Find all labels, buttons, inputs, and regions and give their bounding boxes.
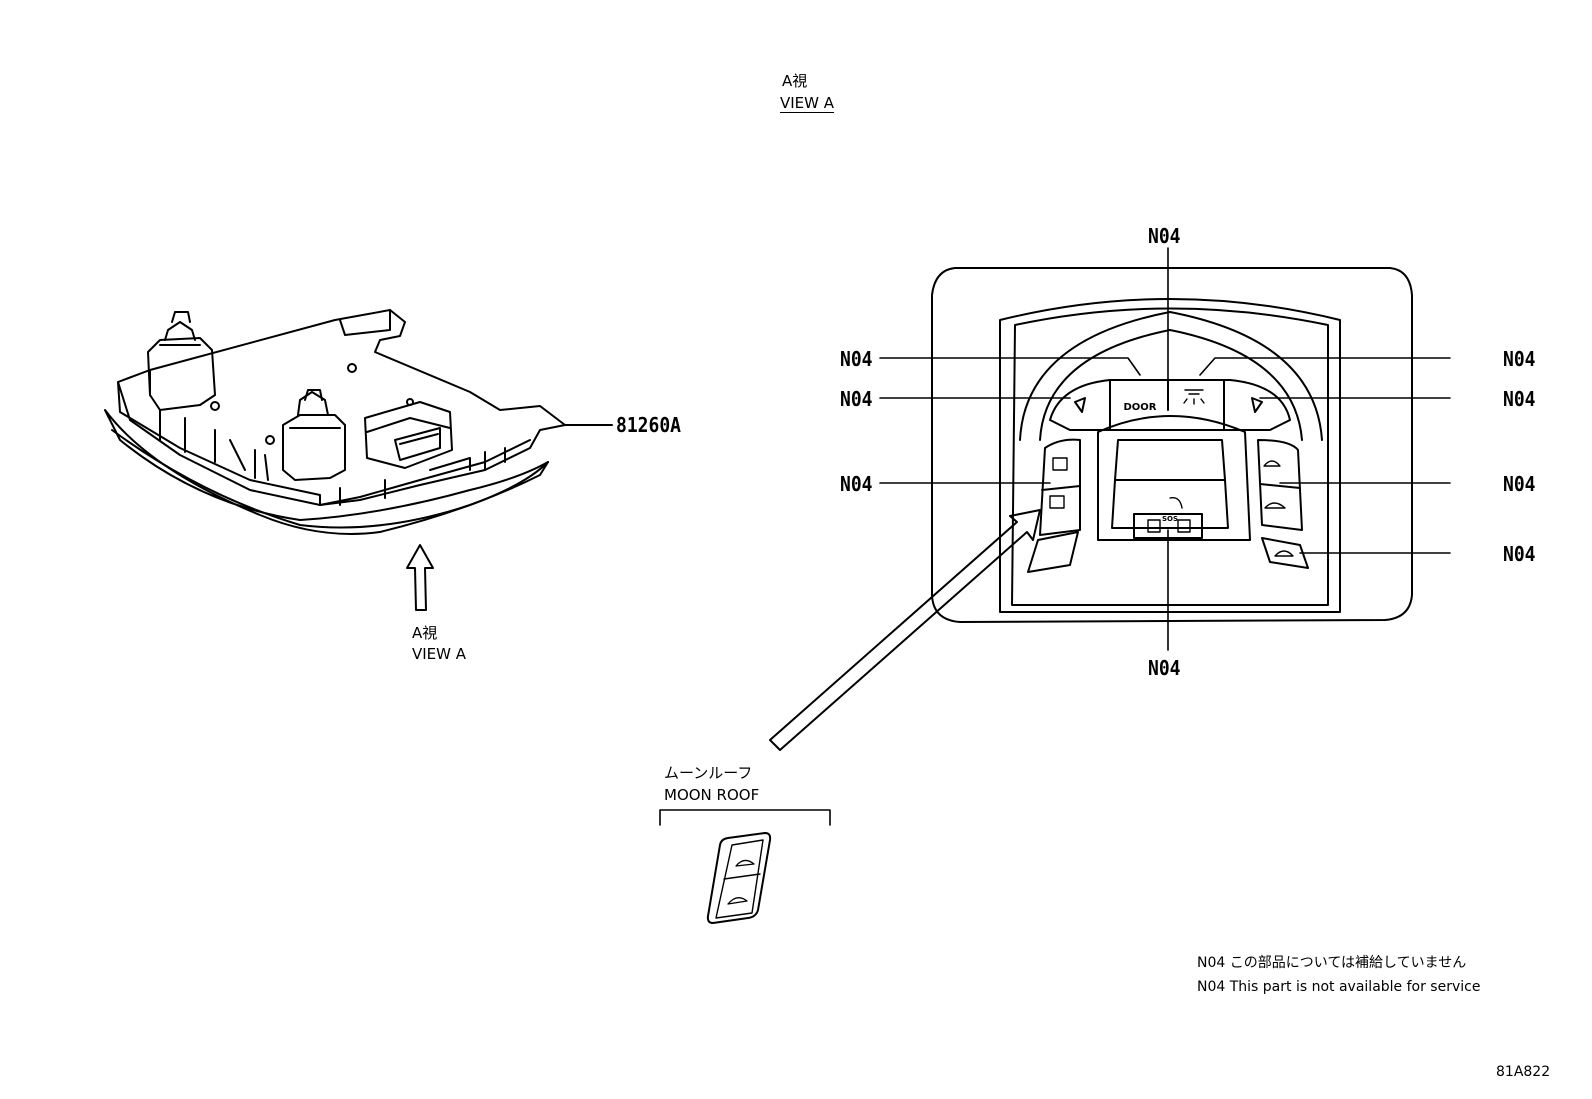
diagram-id: 81A822 bbox=[1496, 1064, 1551, 1080]
n04-callout-right-4: N04 bbox=[1503, 542, 1536, 566]
n04-callout-right-1: N04 bbox=[1503, 347, 1536, 371]
n04-callout-left-2: N04 bbox=[840, 387, 873, 411]
moon-roof-label-jp: ムーンルーフ bbox=[664, 764, 753, 782]
moon-roof-switch bbox=[659, 809, 831, 924]
note-jp: N04 この部品については補給していません bbox=[1197, 955, 1467, 971]
n04-callout-left-1: N04 bbox=[840, 347, 873, 371]
view-a-title-jp: A視 bbox=[782, 72, 808, 90]
part-number-label: 81260A bbox=[616, 413, 682, 437]
n04-callout-left-3: N04 bbox=[840, 472, 873, 496]
n04-callout-top: N04 bbox=[1148, 224, 1181, 248]
n04-leader-lines bbox=[879, 247, 1451, 651]
n04-callout-right-3: N04 bbox=[1503, 472, 1536, 496]
overhead-console-assembly bbox=[104, 309, 566, 535]
switch-panel-view-a bbox=[931, 267, 1413, 623]
view-a-title-en: VIEW A bbox=[780, 94, 835, 112]
moon-roof-label-en: MOON ROOF bbox=[664, 786, 760, 804]
note-en: N04 This part is not available for servi… bbox=[1197, 979, 1481, 995]
sos-label: SOS bbox=[1162, 515, 1178, 523]
moon-roof-arrow bbox=[769, 509, 1041, 751]
door-switch-label: DOOR bbox=[1123, 402, 1156, 413]
arrow-label-jp: A視 bbox=[412, 624, 438, 642]
n04-callout-bottom: N04 bbox=[1148, 656, 1181, 680]
arrow-label-en: VIEW A bbox=[412, 645, 467, 663]
view-a-arrow bbox=[406, 544, 434, 611]
n04-callout-right-2: N04 bbox=[1503, 387, 1536, 411]
